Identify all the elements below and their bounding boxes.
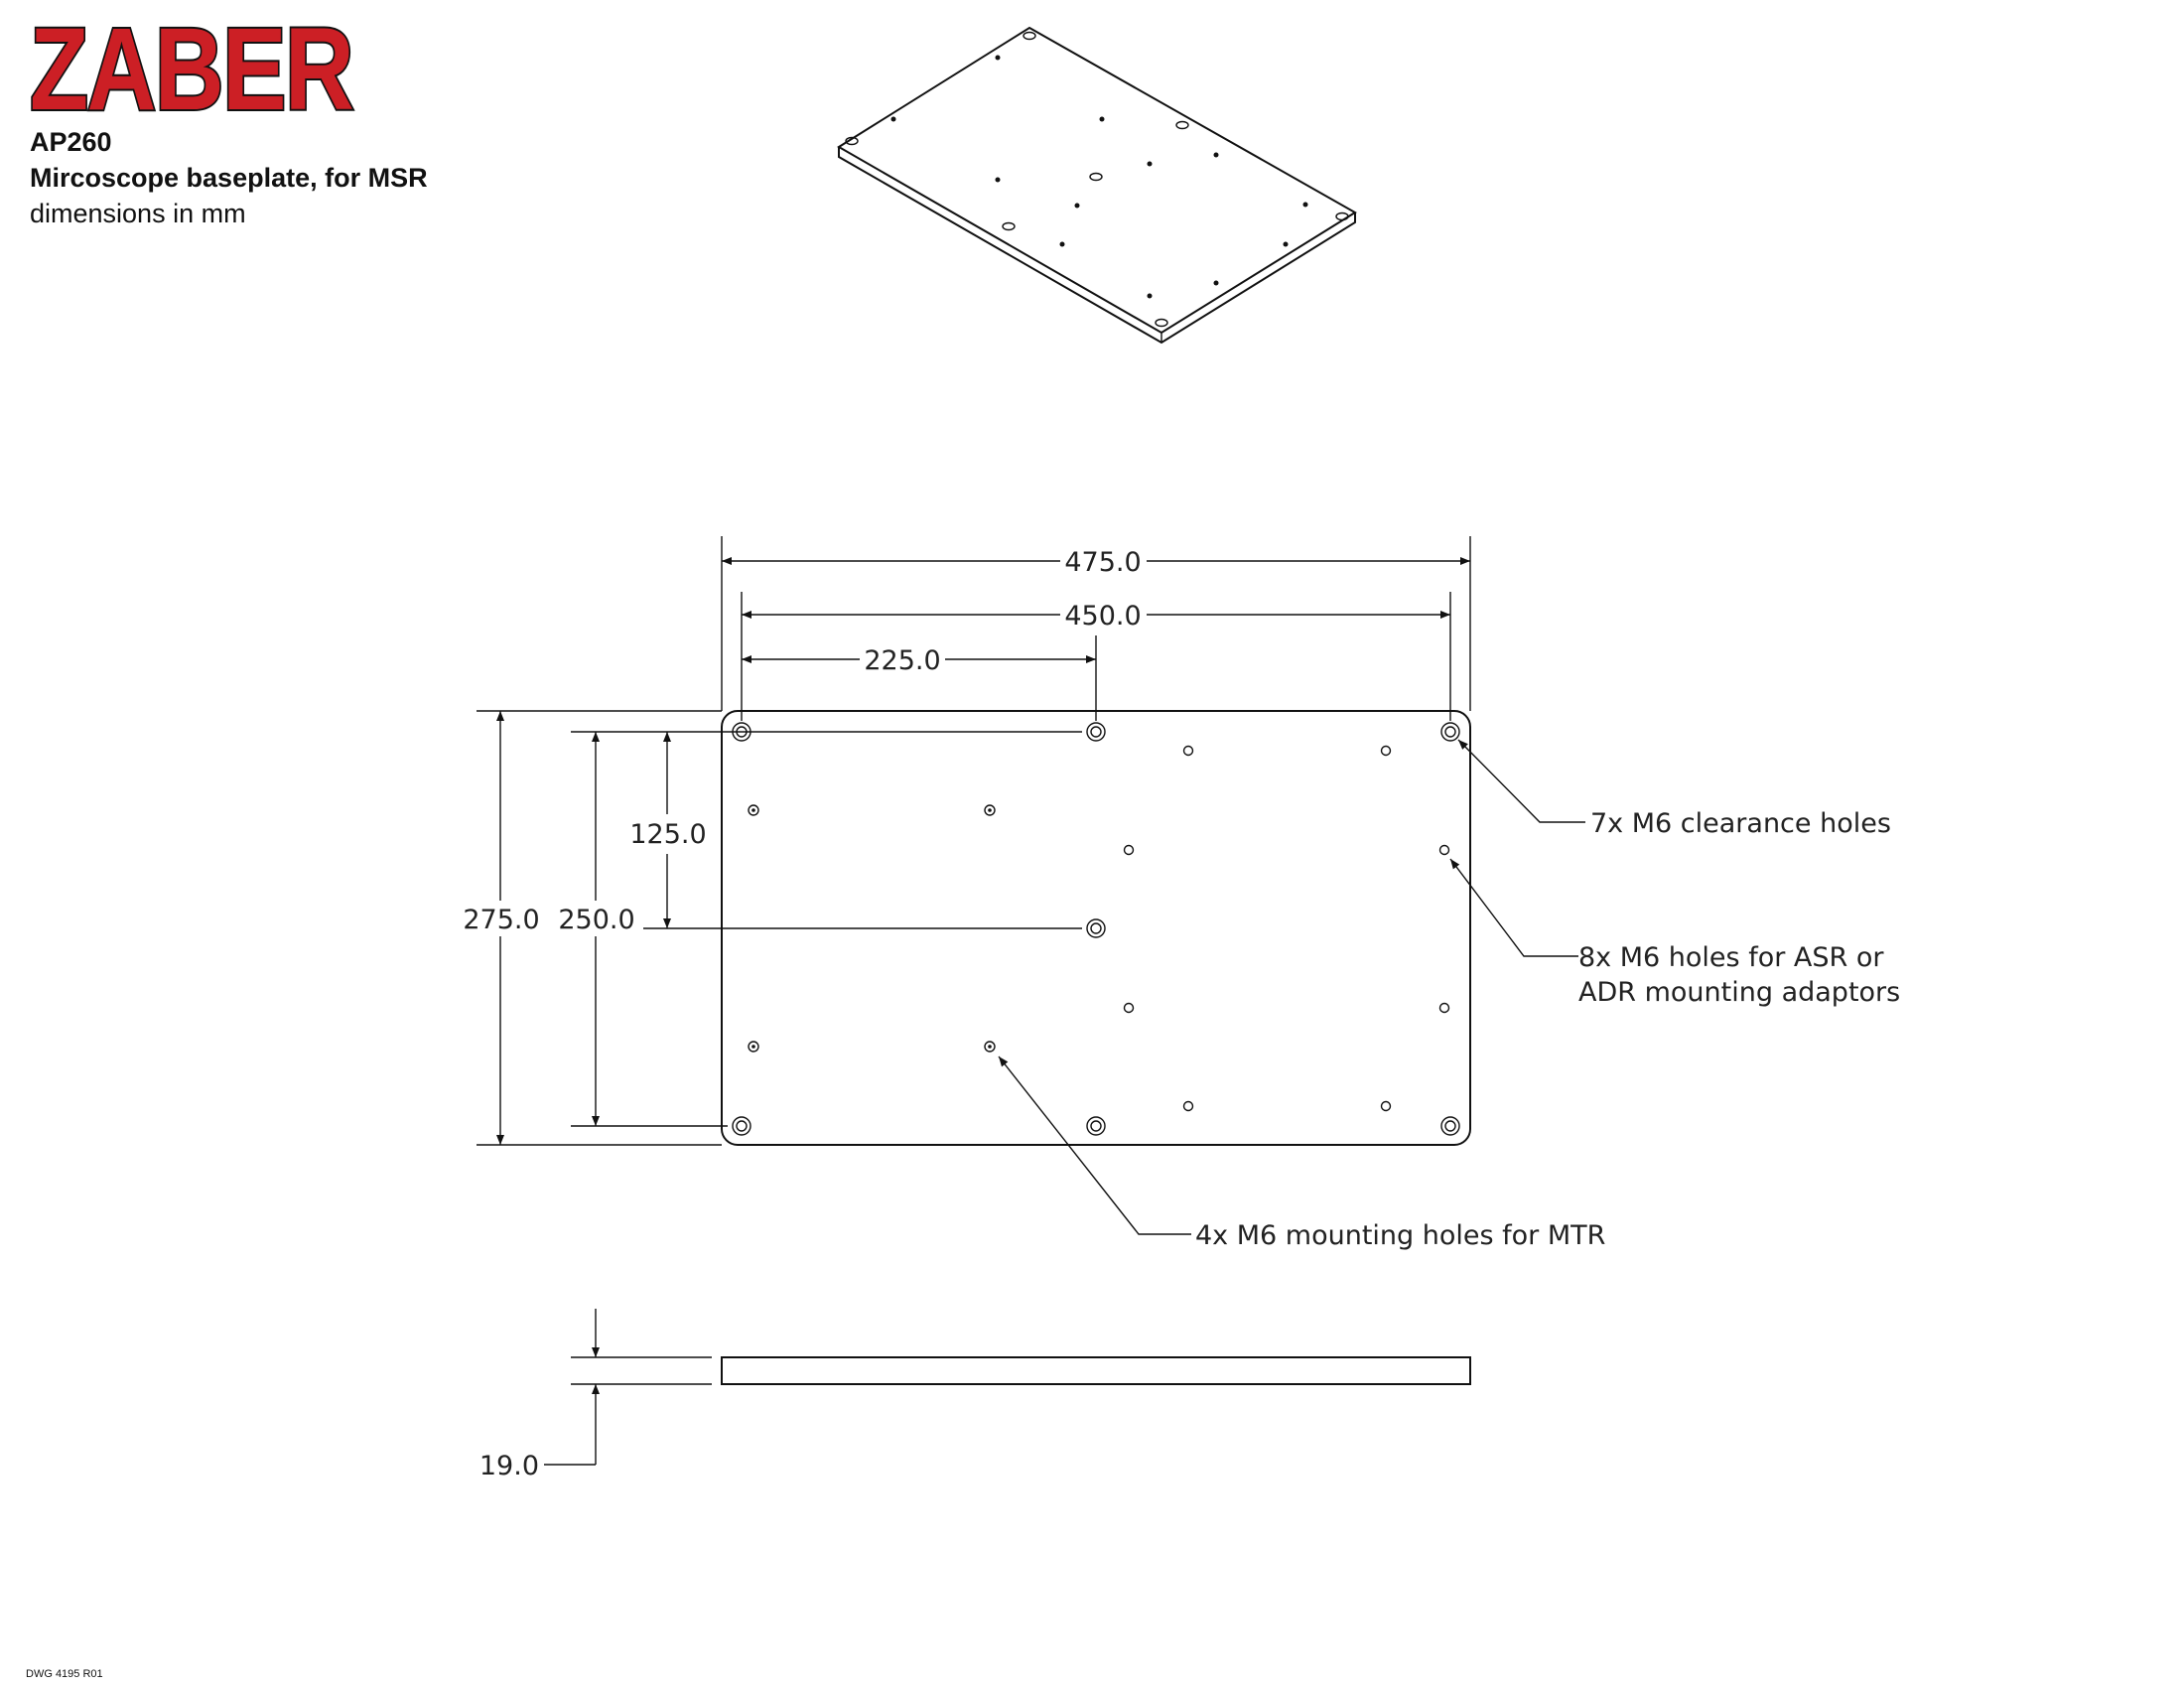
iso-holes xyxy=(845,31,1349,328)
callouts: 7x M6 clearance holes 8x M6 holes for AS… xyxy=(998,739,1900,1251)
vertical-dimensions: 275.0 250.0 125.0 xyxy=(463,710,1082,1146)
adaptor-holes xyxy=(1123,745,1450,1112)
callout-mtr-holes: 4x M6 mounting holes for MTR xyxy=(1195,1220,1605,1251)
side-profile xyxy=(721,1356,1471,1385)
callout-clearance-holes: 7x M6 clearance holes xyxy=(1590,808,1891,839)
dim-half-span-length: 225.0 xyxy=(864,645,940,676)
isometric-view xyxy=(837,26,1357,345)
dim-overall-length: 475.0 xyxy=(1064,547,1141,578)
horizontal-dimensions: 475.0 450.0 225.0 xyxy=(721,536,1471,721)
iso-side-edges xyxy=(838,147,1356,345)
zaber-logo: ZABER xyxy=(28,4,355,135)
callout-adaptor-holes-line1: 8x M6 holes for ASR or xyxy=(1578,942,1884,973)
clearance-holes xyxy=(732,722,1460,1136)
dim-thickness: 19.0 xyxy=(479,1451,539,1481)
brand-logo: ZABER xyxy=(28,4,423,135)
dim-hole-span-length: 450.0 xyxy=(1064,601,1141,632)
part-number: AP260 xyxy=(30,127,112,157)
drawing-number: DWG 4195 R01 xyxy=(26,1668,103,1680)
side-view: 19.0 xyxy=(479,1309,1471,1481)
dim-half-span-width: 125.0 xyxy=(629,819,706,850)
dim-overall-width: 275.0 xyxy=(463,905,539,935)
mtr-holes xyxy=(748,804,996,1053)
units-note: dimensions in mm xyxy=(30,199,246,228)
callout-adaptor-holes-line2: ADR mounting adaptors xyxy=(1578,977,1900,1008)
iso-small-holes xyxy=(890,55,1308,299)
part-description: Mircoscope baseplate, for MSR xyxy=(30,163,428,193)
dim-hole-span-width: 250.0 xyxy=(558,905,634,935)
